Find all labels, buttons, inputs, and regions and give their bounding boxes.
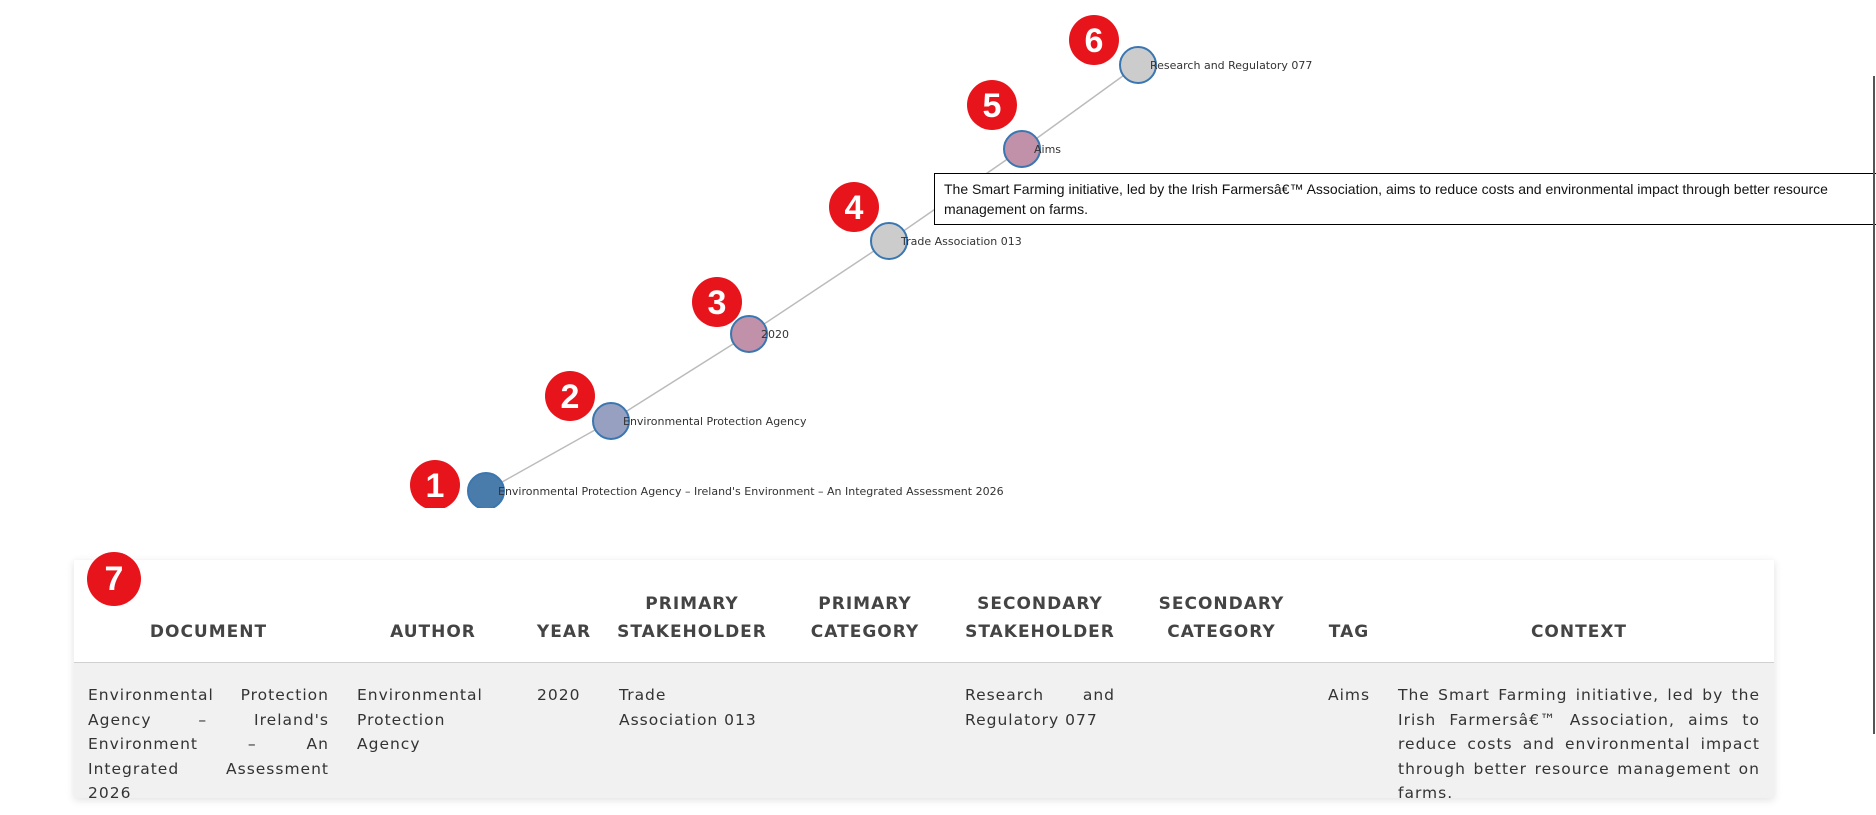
header-primary-stakeholder[interactable]: PRIMARY STAKEHOLDER [605,560,779,663]
table-row[interactable]: Environmental Protection Agency – Irelan… [74,663,1774,815]
header-author[interactable]: AUTHOR [343,560,523,663]
marker-badge-number: 1 [426,467,445,505]
cell-primary-category [779,663,951,815]
graph-node-label: Trade Association 013 [900,235,1022,248]
graph-node-label: Research and Regulatory 077 [1150,59,1312,72]
graph-link [748,240,890,335]
graph-canvas: Environmental Protection Agency – Irelan… [410,15,1312,508]
cell-primary-stakeholder: Trade Association 013 [619,686,757,729]
header-secondary-category[interactable]: SECONDARY CATEGORY [1129,560,1314,663]
marker-badge [410,460,460,508]
graph-node-label: Aims [1034,143,1061,156]
header-year[interactable]: YEAR [523,560,605,663]
cell-year: 2020 [537,686,581,704]
stakeholder-chain-graph: Environmental Protection Agency – Irelan… [410,15,1312,508]
marker-badge [545,371,595,421]
cell-document: Environmental Protection Agency – Irelan… [88,686,329,802]
tooltip-text: The Smart Farming initiative, led by the… [944,181,1828,217]
marker-badge [967,80,1017,130]
cell-secondary-category [1129,663,1314,815]
scrollbar-edge [1873,76,1875,734]
context-tooltip: The Smart Farming initiative, led by the… [934,173,1876,225]
graph-node[interactable] [1119,46,1157,84]
header-secondary-stakeholder[interactable]: SECONDARY STAKEHOLDER [951,560,1129,663]
cell-author: Environmental Protection Agency [357,686,483,753]
cell-context: The Smart Farming initiative, led by the… [1398,686,1760,802]
graph-node[interactable] [1003,130,1041,168]
header-context[interactable]: CONTEXT [1384,560,1774,663]
header-tag[interactable]: TAG [1314,560,1384,663]
graph-link [485,420,612,492]
graph-node[interactable] [730,315,768,353]
graph-node-label: 2020 [761,328,789,341]
graph-node[interactable] [467,472,505,508]
marker-badge [692,277,742,327]
table-header-row: DOCUMENT AUTHOR YEAR PRIMARY STAKEHOLDER… [74,560,1774,663]
marker-badge-number: 2 [561,378,580,416]
marker-badge-number: 3 [708,284,727,322]
marker-badge-number: 4 [845,189,864,227]
graph-link [1021,64,1139,150]
details-table: DOCUMENT AUTHOR YEAR PRIMARY STAKEHOLDER… [74,560,1774,815]
marker-badge-7: 7 [87,552,141,606]
marker-badge [1069,15,1119,65]
cell-secondary-stakeholder: Research and Regulatory 077 [965,686,1115,729]
graph-node[interactable] [592,402,630,440]
marker-badge [829,182,879,232]
graph-link [610,333,750,422]
graph-node-label: Environmental Protection Agency [623,415,807,428]
graph-node-label: Environmental Protection Agency – Irelan… [498,485,1004,498]
cell-tag: Aims [1328,686,1371,704]
marker-badge-number: 6 [1085,22,1104,60]
details-table-card: DOCUMENT AUTHOR YEAR PRIMARY STAKEHOLDER… [74,560,1774,802]
header-primary-category[interactable]: PRIMARY CATEGORY [779,560,951,663]
graph-node[interactable] [870,222,908,260]
marker-badge-number: 5 [983,87,1002,125]
